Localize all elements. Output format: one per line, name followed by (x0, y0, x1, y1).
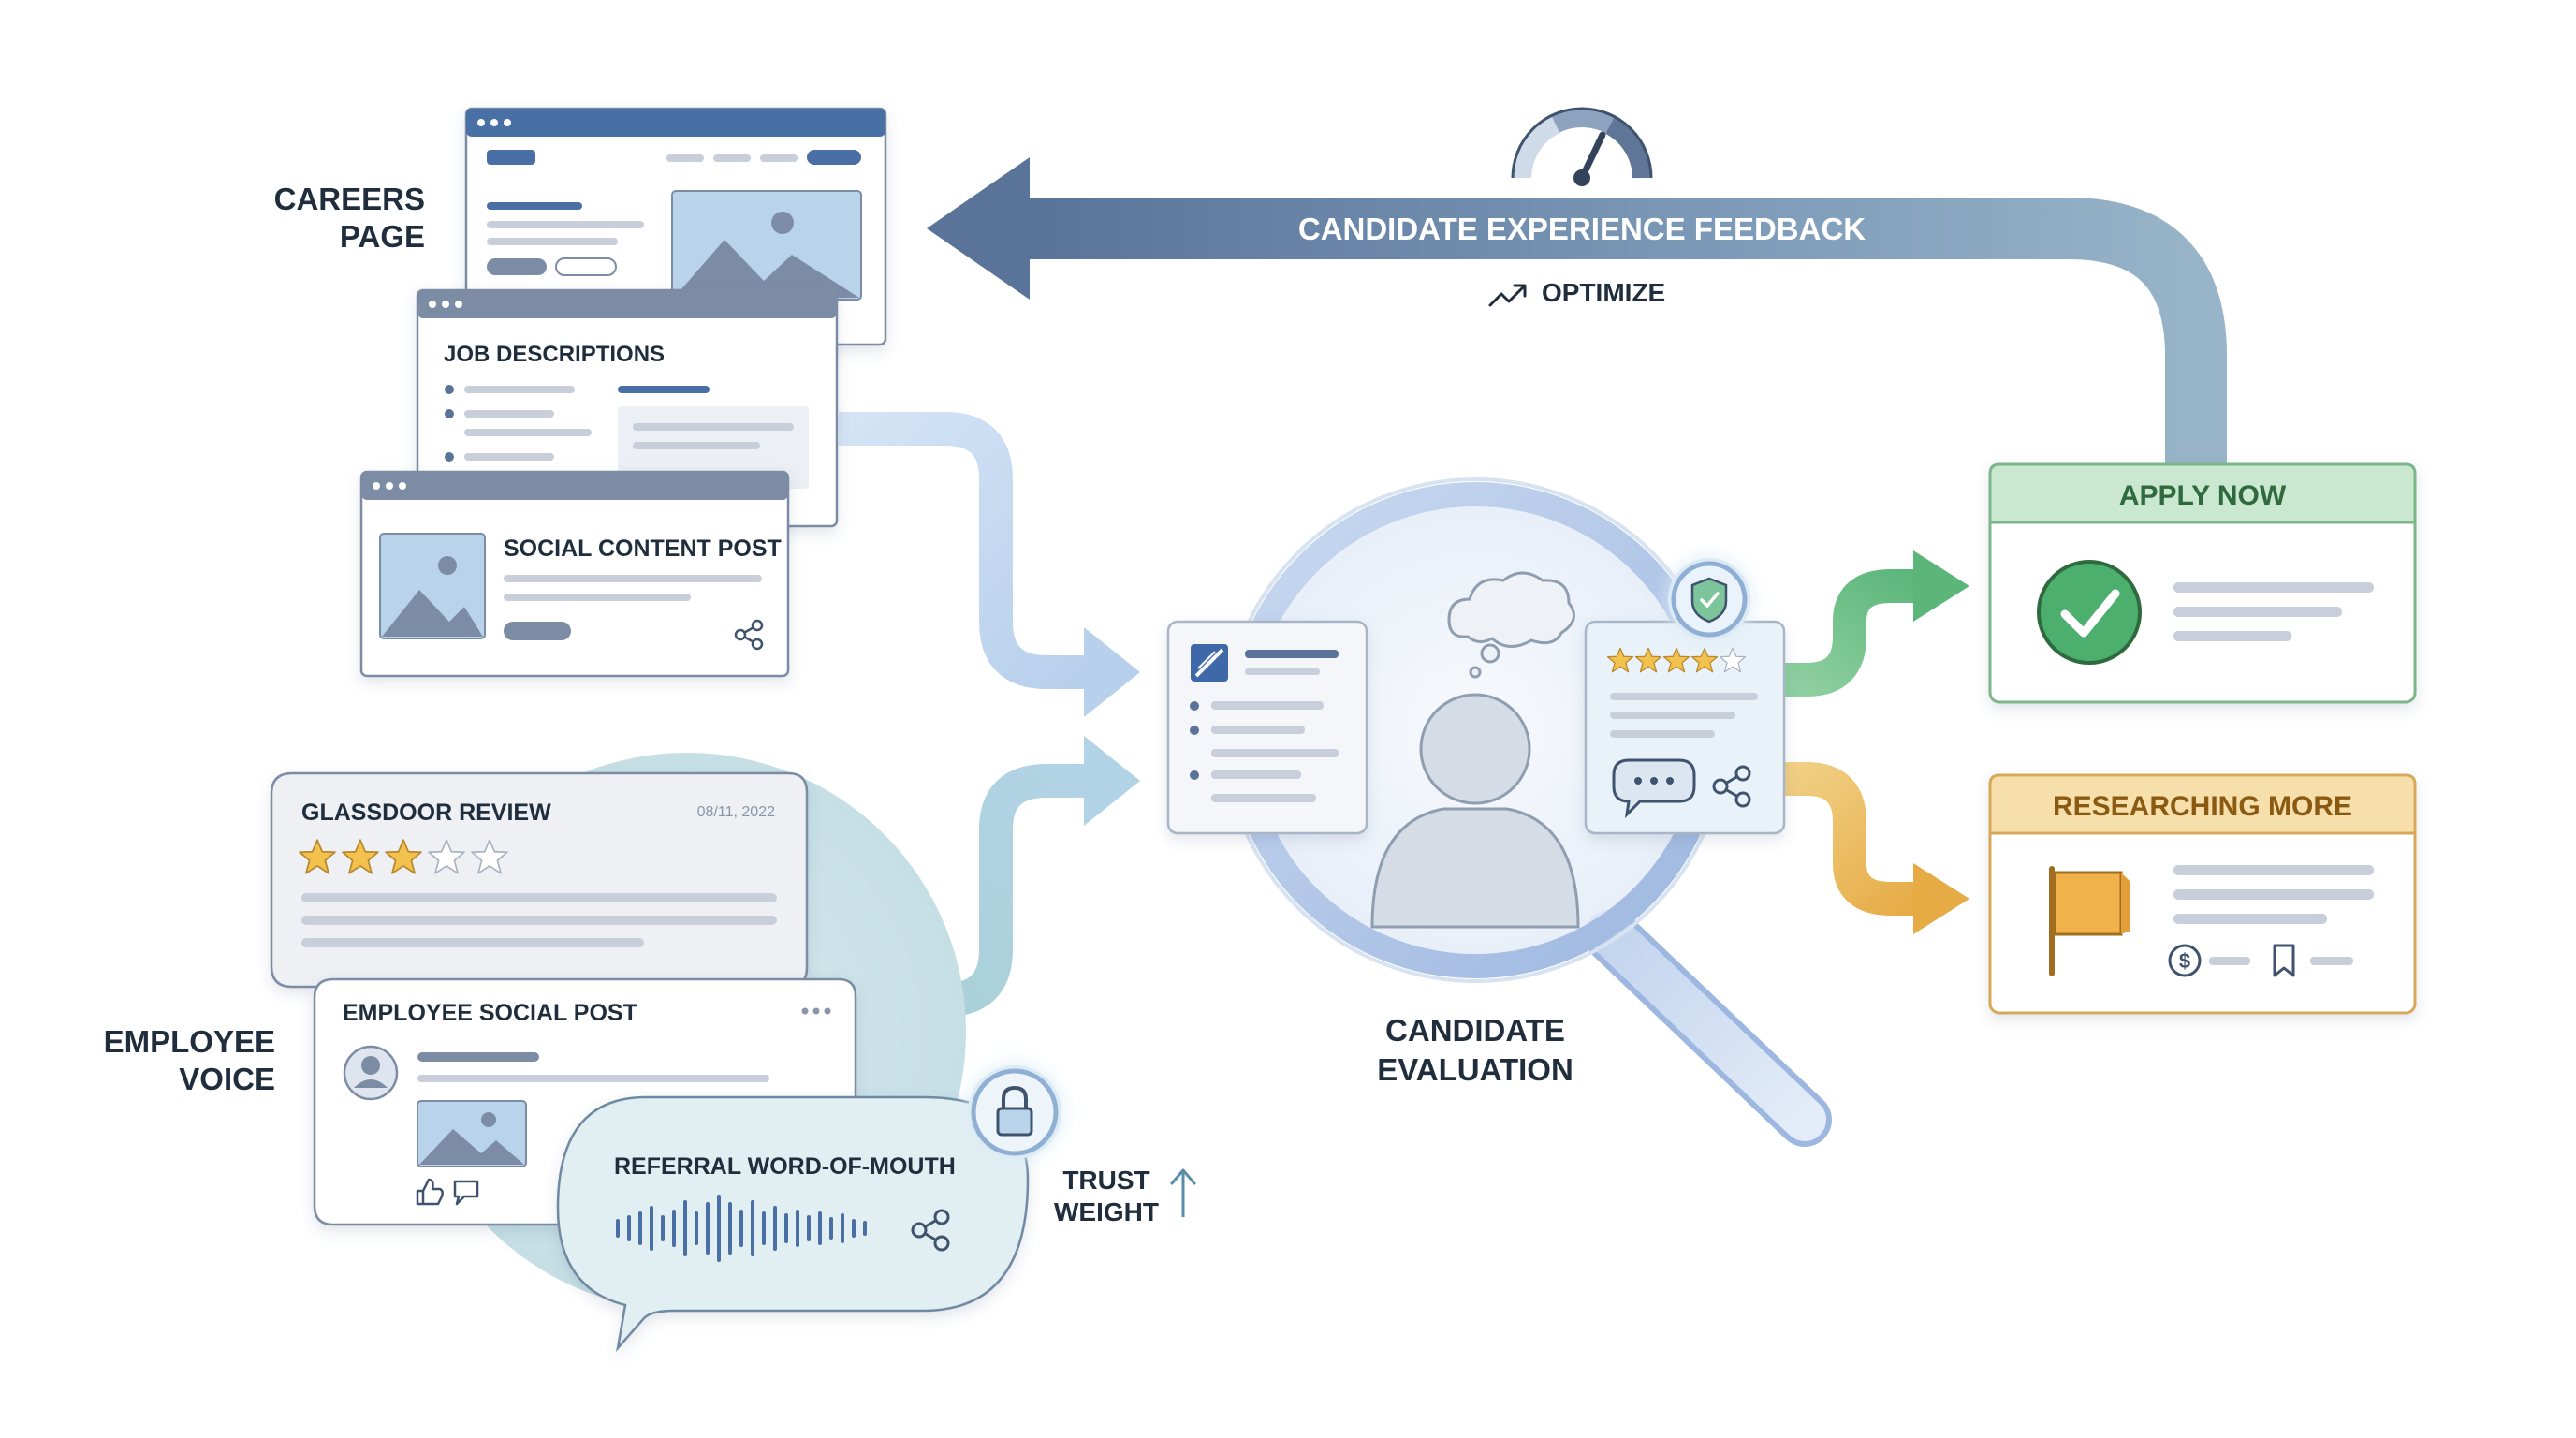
candidate-evaluation-line2: EVALUATION (1377, 1052, 1573, 1087)
share-icon (734, 619, 764, 651)
arrow-up-icon (1170, 1168, 1196, 1217)
careers-page-line2: PAGE (340, 219, 425, 254)
careers-page-line1: CAREERS (274, 182, 425, 216)
share-icon (1712, 765, 1751, 808)
svg-text:$: $ (2179, 949, 2190, 973)
employee-social-post-title: EMPLOYEE SOCIAL POST (343, 1000, 637, 1026)
employee-voice-line2: VOICE (179, 1062, 275, 1096)
glassdoor-review-title: GLASSDOOR REVIEW (301, 800, 551, 826)
image-icon (417, 1100, 527, 1167)
image-icon (671, 190, 862, 301)
chat-bubble-icon (1612, 758, 1696, 819)
arrow-to-research (1784, 762, 1969, 934)
flow-arrow-top (839, 412, 1140, 717)
shield-check-icon (1668, 558, 1750, 640)
flow-arrow-bottom (882, 736, 1140, 1017)
arrow-to-apply (1784, 550, 1969, 697)
speedometer-icon (1511, 107, 1653, 186)
logo-icon (1191, 644, 1228, 682)
researching-more-title: RESEARCHING MORE (2053, 791, 2352, 822)
apply-now-title: APPLY NOW (2119, 480, 2287, 511)
glassdoor-review-date: 08/11, 2022 (697, 804, 775, 820)
person-icon (1370, 693, 1580, 929)
feedback-title: CANDIDATE EXPERIENCE FEEDBACK (1298, 212, 1866, 246)
job-descriptions-title: JOB DESCRIPTIONS (444, 342, 665, 367)
trust-weight-line1: TRUST (1062, 1166, 1149, 1195)
dollar-icon: $ (2168, 944, 2202, 977)
more-options-icon (801, 1007, 831, 1015)
candidate-evaluation-line1: CANDIDATE (1385, 1013, 1565, 1048)
thought-cloud-icon (1447, 571, 1575, 679)
trend-up-icon (1488, 284, 1527, 307)
employee-voice-line1: EMPLOYEE (104, 1024, 275, 1059)
lock-icon (968, 1065, 1061, 1159)
referral-title: REFERRAL WORD-OF-MOUTH (614, 1153, 956, 1180)
image-icon (379, 533, 486, 639)
share-icon (911, 1209, 950, 1252)
sound-wave-icon (616, 1195, 867, 1262)
thumbs-up-icon (416, 1178, 444, 1206)
comment-icon (453, 1180, 479, 1206)
trust-weight-line2: WEIGHT (1054, 1197, 1159, 1226)
avatar (343, 1045, 399, 1101)
bookmark-icon (2273, 944, 2295, 977)
feedback-arrow (927, 157, 2227, 464)
check-icon (2037, 560, 2142, 665)
social-content-post-title: SOCIAL CONTENT POST (504, 536, 782, 562)
flag-icon (2049, 866, 2130, 976)
optimize-label: OPTIMIZE (1542, 278, 1665, 307)
